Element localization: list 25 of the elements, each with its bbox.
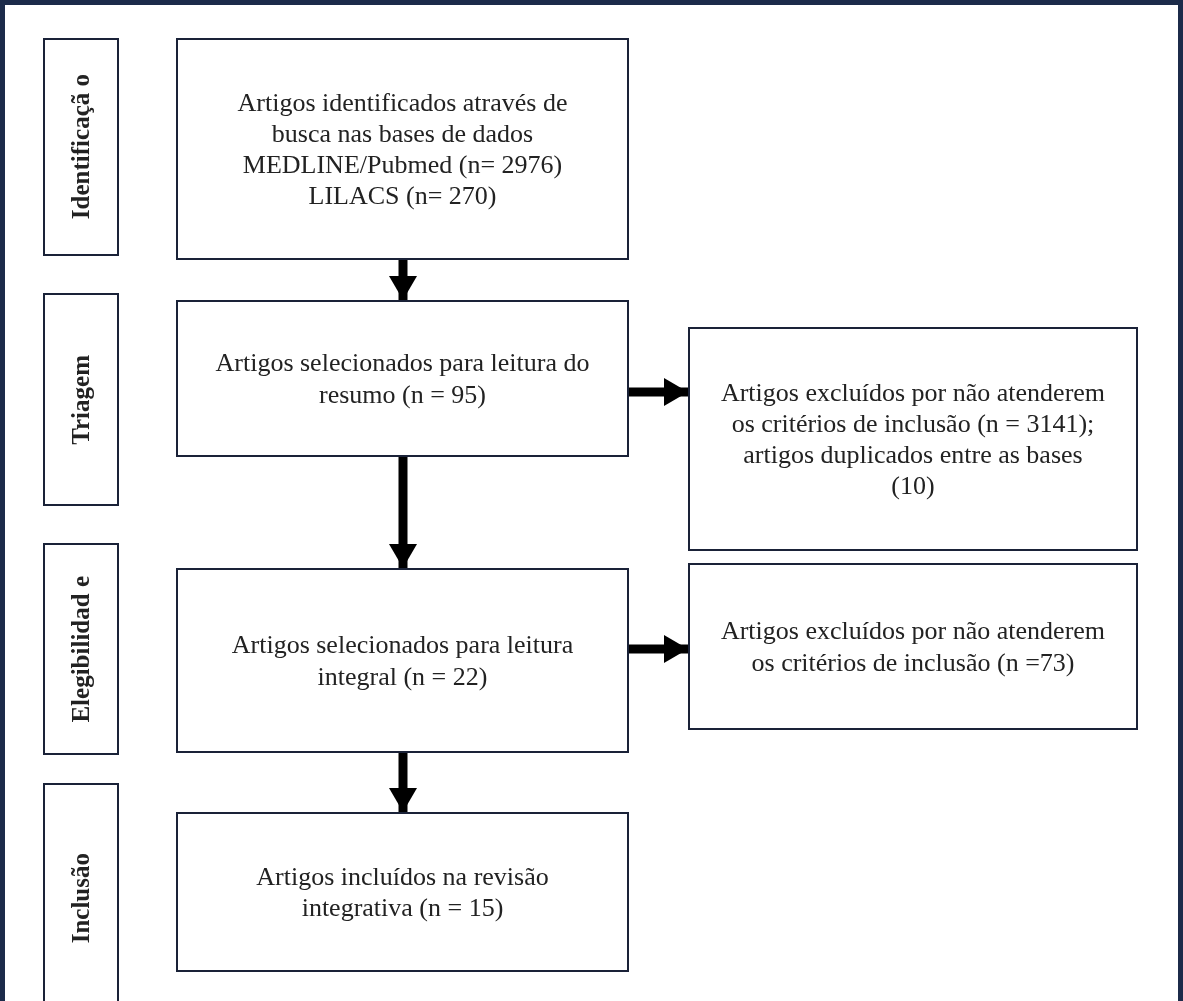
process-box — [688, 327, 1138, 551]
process-box — [176, 38, 629, 260]
process-box — [176, 812, 629, 972]
process-box — [176, 568, 629, 753]
stage-label: Elegibilidad e — [66, 575, 95, 723]
box-text: Artigos excluídos por não atenderem os critérios de inclusão (n =73) — [720, 615, 1106, 678]
stage-box — [43, 543, 119, 755]
process-box — [176, 300, 629, 457]
arrow — [389, 260, 417, 300]
arrow — [629, 378, 688, 406]
stage-box — [43, 38, 119, 256]
arrow — [389, 753, 417, 812]
box-text: Artigos identificados através de busca nas bases de dados MEDLINE/Pubmed (n= 2976) LILACS (n= 270) — [236, 86, 569, 212]
arrow — [389, 457, 417, 568]
box-text: Artigos incluídos na revisão integrativa (n = 15) — [255, 860, 550, 924]
stage-label: Identificaçã o — [66, 74, 95, 220]
stage-label: Triagem — [66, 354, 95, 445]
box-text: Artigos selecionados para leitura do resumo (n = 95) — [214, 347, 591, 410]
box-text: Artigos excluídos por não atenderem os critérios de inclusão (n = 3141); artigos duplicados entre as bases (10) — [720, 376, 1106, 502]
stage-label: Inclusão — [66, 852, 95, 944]
stage-box — [43, 293, 119, 506]
arrow — [629, 635, 688, 663]
process-box — [688, 563, 1138, 730]
stage-box — [43, 783, 119, 1001]
box-text: Artigos selecionados para leitura integral (n = 22) — [230, 629, 575, 692]
